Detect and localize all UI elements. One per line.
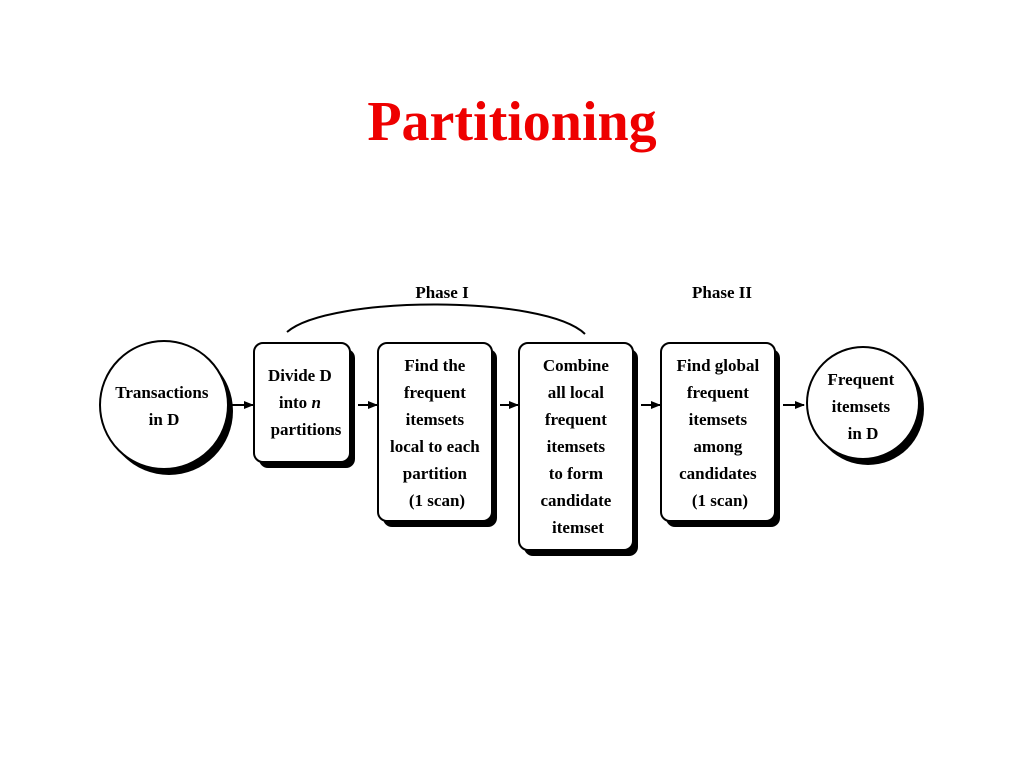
find-local-label: Find the frequent itemsets local to each…	[390, 356, 484, 510]
divide-line-1: Divide D	[268, 366, 332, 385]
frequent-line-2: itemsets	[832, 397, 891, 416]
find-global-line-2: frequent	[687, 383, 749, 402]
phase-1-bracket	[286, 303, 586, 335]
find-local-node: Find the frequent itemsets local to each…	[377, 342, 497, 527]
find-local-line-6: (1 scan)	[409, 491, 465, 510]
divide-line-3: partitions	[271, 420, 342, 439]
find-global-line-1: Find global	[677, 356, 760, 375]
find-local-line-4: local to each	[390, 437, 480, 456]
divide-line-2: into n	[279, 393, 321, 412]
combine-line-5: to form	[549, 464, 603, 483]
combine-node: Combine all local frequent itemsets to f…	[518, 342, 638, 556]
find-global-label: Find global frequent itemsets among cand…	[677, 356, 764, 510]
transactions-line-2: in D	[149, 410, 180, 429]
divide-node: Divide D into n partitions	[253, 342, 355, 468]
combine-line-3: frequent	[545, 410, 607, 429]
find-global-node: Find global frequent itemsets among cand…	[660, 342, 780, 527]
find-local-line-2: frequent	[404, 383, 466, 402]
find-local-line-3: itemsets	[406, 410, 465, 429]
phase-2-label: Phase II	[692, 283, 752, 302]
find-global-line-4: among	[693, 437, 743, 456]
combine-line-6: candidate	[540, 491, 611, 510]
combine-line-1: Combine	[543, 356, 610, 375]
transactions-node: Transactions in D	[99, 340, 233, 475]
frequent-line-1: Frequent	[828, 370, 895, 389]
find-global-line-6: (1 scan)	[692, 491, 748, 510]
phase-1-label: Phase I	[415, 283, 469, 302]
transactions-label: Transactions in D	[115, 383, 212, 429]
slide-title: Partitioning	[367, 91, 657, 153]
find-global-line-3: itemsets	[689, 410, 748, 429]
combine-line-7: itemset	[552, 518, 604, 537]
find-local-line-1: Find the	[404, 356, 465, 375]
combine-line-4: itemsets	[547, 437, 606, 456]
find-local-line-5: partition	[403, 464, 468, 483]
combine-line-2: all local	[548, 383, 604, 402]
find-global-line-5: candidates	[679, 464, 757, 483]
frequent-node: Frequent itemsets in D	[806, 346, 924, 465]
combine-label: Combine all local frequent itemsets to f…	[540, 356, 615, 537]
frequent-line-3: in D	[848, 424, 879, 443]
transactions-line-1: Transactions	[115, 383, 209, 402]
divide-label: Divide D into n partitions	[268, 366, 342, 439]
frequent-label: Frequent itemsets in D	[828, 370, 899, 443]
